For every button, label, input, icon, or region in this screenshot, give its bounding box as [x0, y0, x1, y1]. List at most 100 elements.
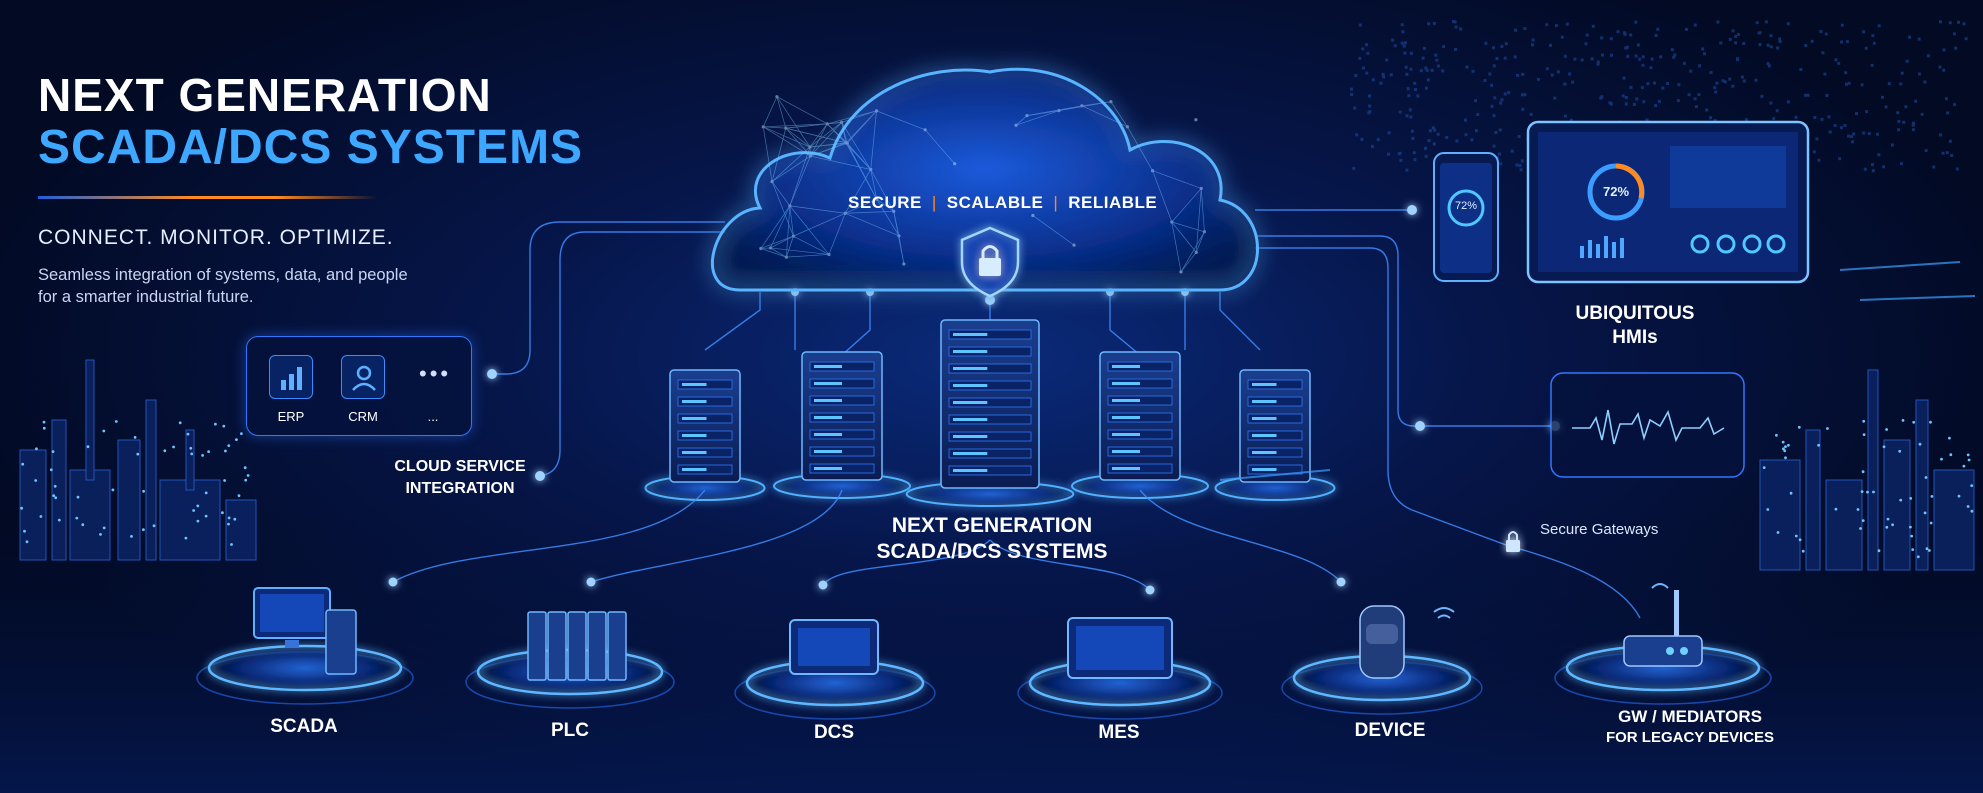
map-dot	[1905, 59, 1909, 63]
node-label-device: DEVICE	[1354, 720, 1426, 741]
map-dot	[1590, 57, 1594, 61]
light-dot	[1782, 447, 1785, 451]
map-dot	[1946, 111, 1950, 115]
map-dot	[1673, 53, 1677, 57]
map-dot	[1890, 143, 1894, 147]
map-dot	[1459, 27, 1463, 31]
map-dot	[1799, 68, 1803, 71]
map-dot	[1358, 23, 1362, 27]
mesh-node	[825, 122, 829, 126]
map-dot	[1697, 93, 1701, 97]
mesh-node	[1170, 220, 1174, 224]
map-dot	[1470, 138, 1474, 142]
server-led-bar	[682, 468, 707, 471]
light-dot	[1885, 525, 1889, 529]
map-dot	[1563, 54, 1567, 58]
map-dot	[1573, 57, 1577, 61]
center-system-label: NEXT GENERATION SCADA/DCS SYSTEMS	[852, 513, 1132, 565]
mesh-line	[771, 181, 794, 237]
light-dot	[54, 496, 58, 500]
mesh-line	[810, 122, 842, 157]
map-dot	[1549, 43, 1552, 47]
map-dot	[1629, 85, 1633, 89]
mesh-node	[1179, 270, 1183, 274]
map-dot	[1584, 42, 1588, 46]
light-dot	[1916, 555, 1920, 559]
mesh-line	[1152, 170, 1173, 223]
mesh-line	[1127, 126, 1153, 171]
map-dot	[1843, 123, 1847, 127]
mesh-line	[785, 127, 811, 148]
light-dot	[163, 449, 167, 453]
map-dot	[1550, 73, 1554, 77]
map-dot	[1676, 99, 1680, 103]
mesh-node	[844, 141, 848, 145]
map-dot	[1494, 131, 1498, 134]
mesh-line	[1015, 110, 1060, 126]
light-dot	[136, 452, 140, 456]
light-dot	[21, 462, 25, 466]
map-dot	[1821, 51, 1825, 55]
light-dot	[1911, 548, 1915, 551]
map-dot	[1769, 101, 1773, 105]
map-dot	[1405, 72, 1409, 76]
map-dot	[1833, 124, 1837, 127]
user-icon[interactable]	[341, 355, 385, 399]
map-dot	[1521, 107, 1525, 111]
map-dot	[1867, 132, 1871, 136]
map-dot	[1642, 100, 1646, 104]
light-dot	[111, 488, 115, 492]
map-dot	[1709, 71, 1713, 74]
feature-separator: |	[1053, 193, 1059, 212]
server-slot	[948, 329, 1032, 340]
map-dot	[1911, 123, 1915, 127]
map-dot	[1881, 95, 1884, 99]
mesh-line	[1180, 231, 1205, 273]
map-dot	[1728, 37, 1732, 41]
mesh-line	[827, 123, 847, 144]
server-led-bar	[1112, 399, 1140, 402]
mesh-node	[788, 204, 792, 208]
map-dot	[1621, 94, 1625, 98]
light-dot	[1901, 419, 1905, 422]
map-dot	[1523, 27, 1527, 30]
light-dot	[34, 479, 38, 482]
mesh-line	[924, 129, 955, 164]
bar-chart-icon[interactable]	[269, 355, 313, 399]
map-dot	[1412, 151, 1416, 155]
mesh-node	[768, 246, 773, 250]
map-dot	[1492, 144, 1496, 148]
server-led-bar	[953, 367, 988, 370]
light-dot	[1797, 425, 1801, 429]
map-dot	[1640, 86, 1644, 90]
light-dot	[1781, 440, 1785, 444]
map-dot	[1464, 133, 1468, 137]
mesh-line	[1195, 231, 1205, 253]
map-dot	[1492, 64, 1496, 68]
light-dot	[172, 445, 176, 449]
map-dot	[1433, 128, 1437, 132]
map-dot	[1514, 28, 1518, 32]
mesh-line	[763, 126, 811, 157]
map-dot	[1948, 21, 1952, 25]
map-dot	[1734, 34, 1738, 38]
light-dot	[1957, 494, 1961, 498]
mesh-node	[759, 246, 763, 251]
more-icon[interactable]: •••	[419, 361, 452, 386]
light-dot	[1899, 498, 1903, 502]
map-dot	[1608, 101, 1612, 105]
map-dot	[1948, 139, 1952, 143]
map-dot	[1804, 44, 1808, 47]
map-dot	[1523, 93, 1527, 97]
light-dot	[1966, 453, 1970, 457]
light-dot	[1940, 457, 1943, 461]
hmi-label-line1: UBIQUITOUS	[1575, 303, 1695, 324]
cloud-service-label-line1: CLOUD SERVICE	[394, 458, 526, 475]
light-dot	[81, 523, 85, 527]
map-dot	[1400, 41, 1404, 45]
server-led-bar	[1252, 383, 1277, 386]
server-led-bar	[1112, 433, 1140, 436]
map-dot	[1419, 69, 1423, 73]
mesh-node	[770, 179, 774, 184]
